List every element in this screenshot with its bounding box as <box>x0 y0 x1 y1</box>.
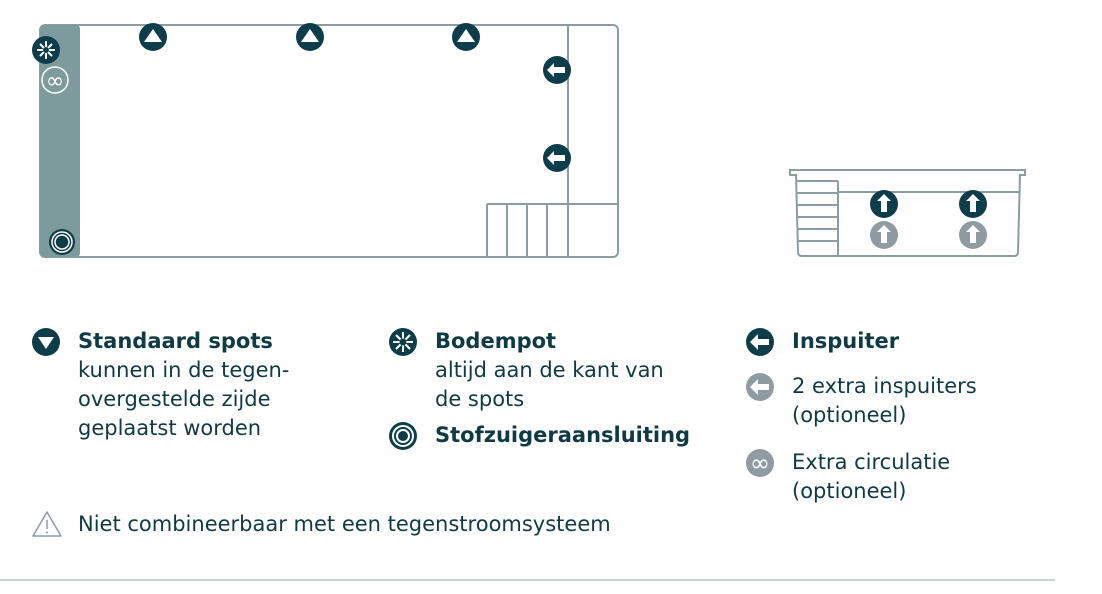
legend-desc: overgestelde zijde <box>78 387 271 411</box>
legend-circulatie: Extra circulatie (optioneel) <box>792 448 950 506</box>
legend-desc: de spots <box>435 387 525 411</box>
legend-stofzuiger: Stofzuigeraansluiting <box>435 421 690 450</box>
spot-icon <box>452 23 480 51</box>
legend-desc: 2 extra inspuiters <box>792 374 977 398</box>
extra-inspuiter-up-icon <box>870 221 898 249</box>
legend-desc: kunnen in de tegen- <box>78 358 290 382</box>
legend-spots: Standaard spots kunnen in de tegen- over… <box>78 327 289 443</box>
warning-text: Niet combineerbaar met een tegenstroomsy… <box>78 512 611 536</box>
extra-inspuiter-up-icon <box>959 221 987 249</box>
spot-icon <box>139 23 167 51</box>
legend-desc: (optioneel) <box>792 403 907 427</box>
bodempot-icon <box>32 36 60 64</box>
inspuiter-icon <box>746 328 774 356</box>
pool-stairs <box>486 204 548 257</box>
legend-title: Bodempot <box>435 329 557 353</box>
pool-shallow-band <box>40 25 80 257</box>
cross-section-stairs <box>797 180 839 256</box>
extra-inspuiter-icon <box>746 373 774 401</box>
svg-text:∞: ∞ <box>750 449 770 477</box>
circulatie-icon: ∞ <box>41 66 69 94</box>
inspuiter-icon <box>543 56 571 84</box>
legend-bodempot: Bodempot altijd aan de kant van de spots <box>435 327 664 414</box>
legend-title: Standaard spots <box>78 329 273 353</box>
pool-cross-section <box>789 169 1026 257</box>
warning-icon <box>32 511 62 537</box>
pool-diagrams: ∞ <box>32 23 1026 258</box>
legend-extra-inspuiters: 2 extra inspuiters (optioneel) <box>792 372 977 430</box>
legend-desc: geplaatst worden <box>78 416 262 440</box>
pool-top-view: ∞ <box>32 23 619 258</box>
inspuiter-up-icon <box>959 190 987 218</box>
spot-icon <box>296 23 324 51</box>
legend-inspuiter: Inspuiter <box>792 327 899 356</box>
legend-title: Stofzuigeraansluiting <box>435 423 691 447</box>
bodempot-icon <box>389 328 417 356</box>
legend-desc: altijd aan de kant van <box>435 358 664 382</box>
stofzuiger-icon <box>389 422 417 450</box>
inspuiter-up-icon <box>870 190 898 218</box>
legend-title: Inspuiter <box>792 329 900 353</box>
divider <box>0 579 1055 581</box>
svg-text:∞: ∞ <box>46 69 64 94</box>
inspuiter-icon <box>543 144 571 172</box>
legend-desc: (optioneel) <box>792 479 907 503</box>
legend-desc: Extra circulatie <box>792 450 951 474</box>
spot-down-icon <box>32 328 60 356</box>
circulatie-icon: ∞ <box>746 449 774 477</box>
stofzuiger-icon <box>49 229 75 255</box>
